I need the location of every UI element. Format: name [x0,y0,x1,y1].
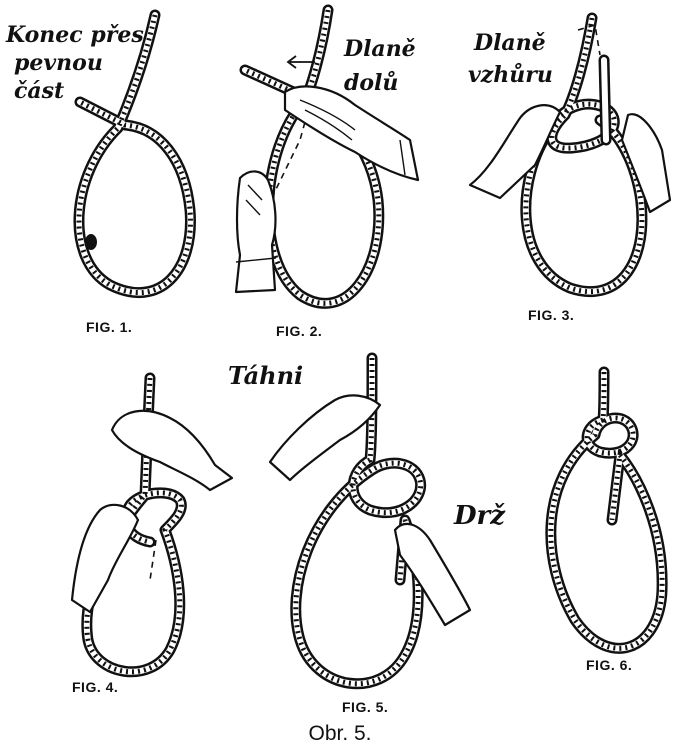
fig3-note-line2: vzhůru [468,62,553,88]
fig5-hand-right [395,524,470,625]
fig1-label: FIG. 1. [86,319,132,335]
fig4-hand-bottom [72,505,138,612]
fig3-rope-illustration [526,18,642,292]
fig1-note-line3: část [14,78,64,104]
fig4-note: Táhni [228,361,303,390]
fig1-note-line2: pevnou [14,50,103,76]
fig2-hand-top [285,86,418,180]
fig3-label: FIG. 3. [528,307,574,323]
fig6-rope-illustration [551,372,662,648]
fig4-label: FIG. 4. [72,679,118,695]
fig2-note-line2: dolů [344,70,398,96]
fig3-hand-left [470,105,560,198]
fig2-note-line1: Dlaně [343,36,416,62]
fig2-hand-bottom [236,171,276,292]
fig2-note: Dlaně dolů [343,36,423,96]
fig2-label: FIG. 2. [276,323,322,339]
fig5-note: Drž [453,501,506,531]
fig4-hand-top [112,411,232,490]
fig3-note-line1: Dlaně [473,30,546,56]
figure-caption: Obr. 5. [308,722,371,745]
fig3-note: Dlaně vzhůru [468,30,553,88]
fig1-note-line1: Konec přes [5,22,144,48]
fig5-label: FIG. 5. [342,699,388,715]
fig6-label: FIG. 6. [586,657,632,673]
